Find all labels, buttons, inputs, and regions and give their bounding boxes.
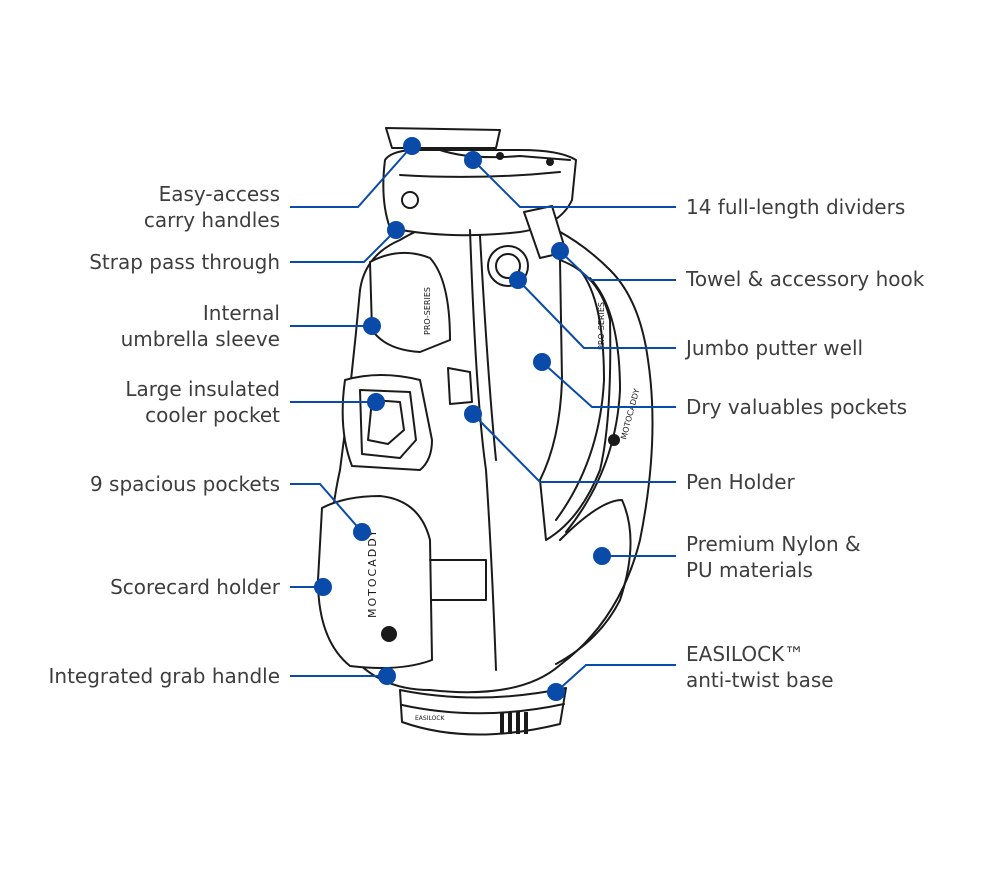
dot-internal-umbrella-sleeve: [363, 317, 381, 335]
label-internal-umbrella-sleeve: Internal umbrella sleeve: [121, 300, 280, 352]
dot-dry-valuables-pockets: [533, 353, 551, 371]
label-line: umbrella sleeve: [120, 327, 280, 351]
label-line: PU materials: [686, 558, 813, 582]
label-line: Premium Nylon &: [686, 532, 861, 556]
label-line: EASILOCK™: [686, 642, 805, 666]
connector-towel-accessory-hook: [559, 250, 676, 281]
label-easy-access-carry-handles: Easy-access carry handles: [144, 181, 280, 233]
label-line: anti-twist base: [686, 668, 834, 692]
connector-easilock-base: [555, 664, 676, 693]
dry-valuables-pocket: [539, 259, 612, 541]
label-towel-accessory-hook: Towel & accessory hook: [686, 266, 924, 292]
dot-9-spacious-pockets: [353, 523, 371, 541]
label-line: cooler pocket: [145, 403, 280, 427]
dot-14-full-length-dividers: [464, 151, 482, 169]
base-brand-text: EASILOCK: [415, 715, 446, 722]
label-line: Jumbo putter well: [686, 336, 864, 360]
label-line: Internal: [202, 301, 280, 325]
label-line: Easy-access: [158, 182, 280, 206]
lower-front-pocket: [317, 495, 433, 669]
connector-jumbo-putter-well: [517, 279, 676, 349]
dot-large-insulated-cooler-pocket: [367, 393, 385, 411]
dot-strap-pass-through: [387, 221, 405, 239]
easilock-base: [399, 687, 567, 736]
label-premium-nylon-pu: Premium Nylon & PU materials: [686, 531, 861, 583]
connector-easy-access-carry-handles: [290, 145, 413, 208]
label-pen-holder: Pen Holder: [686, 469, 795, 495]
dot-towel-accessory-hook: [551, 242, 569, 260]
connector-pen-holder: [472, 413, 676, 483]
dot-integrated-grab-handle: [378, 667, 396, 685]
callout-dots: [314, 137, 611, 701]
connector-strap-pass-through: [290, 229, 397, 263]
dot-scorecard-holder: [314, 578, 332, 596]
label-line: Scorecard holder: [110, 575, 280, 599]
umbrella-sleeve-panel: [369, 251, 451, 353]
connector-14-full-length-dividers: [472, 159, 676, 208]
label-jumbo-putter-well: Jumbo putter well: [686, 335, 863, 361]
label-line: Dry valuables pockets: [686, 395, 908, 419]
series-text-left: PRO-SERIES: [423, 287, 432, 335]
label-large-insulated-cooler-pocket: Large insulated cooler pocket: [125, 376, 280, 428]
label-line: Pen Holder: [686, 470, 795, 494]
label-9-spacious-pockets: 9 spacious pockets: [90, 471, 280, 497]
logo-mark-pocket: [381, 626, 397, 642]
label-14-full-length-dividers: 14 full-length dividers: [686, 194, 905, 220]
label-line: Towel & accessory hook: [686, 267, 925, 291]
label-line: Strap pass through: [89, 250, 280, 274]
label-integrated-grab-handle: Integrated grab handle: [49, 663, 280, 689]
label-line: carry handles: [143, 208, 280, 232]
label-strap-pass-through: Strap pass through: [89, 249, 280, 275]
connector-lines: [290, 145, 676, 693]
dot-easy-access-carry-handles: [403, 137, 421, 155]
dot-premium-nylon-pu: [593, 547, 611, 565]
label-line: Large insulated: [125, 377, 280, 401]
base-vents: [500, 712, 528, 734]
label-dry-valuables-pockets: Dry valuables pockets: [686, 394, 907, 420]
connector-dry-valuables-pockets: [541, 361, 676, 408]
brand-text-pocket: MOTOCADDY: [366, 528, 379, 618]
golf-bag-illustration: EASILOCK PRO-SERIES MOTOCADDY: [317, 127, 654, 736]
label-easilock-base: EASILOCK™ anti-twist base: [686, 641, 834, 693]
dot-easilock-base: [547, 683, 565, 701]
label-line: Integrated grab handle: [48, 664, 280, 688]
label-scorecard-holder: Scorecard holder: [110, 574, 280, 600]
connector-9-spacious-pockets: [290, 483, 363, 533]
series-text-right: PRO-SERIES: [597, 302, 606, 350]
dot-jumbo-putter-well: [509, 271, 527, 289]
label-line: 9 spacious pockets: [89, 472, 280, 496]
label-line: 14 full-length dividers: [686, 195, 906, 219]
dot-pen-holder: [464, 405, 482, 423]
logo-mark-panel: [608, 434, 620, 446]
